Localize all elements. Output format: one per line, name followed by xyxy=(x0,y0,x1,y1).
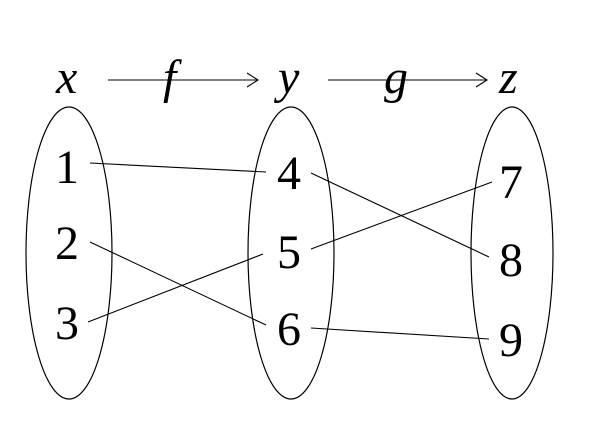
mapping-line-1-to-4 xyxy=(89,162,267,173)
mapping-line-5-to-7 xyxy=(310,181,493,250)
mapping-line-3-to-5 xyxy=(87,253,264,323)
element-z-8: 8 xyxy=(499,234,523,287)
mapping-line-6-to-9 xyxy=(310,327,490,340)
function-f-label: f xyxy=(163,51,182,104)
set-x-oval xyxy=(25,106,113,400)
element-y-6: 6 xyxy=(277,303,301,356)
set-z-label: z xyxy=(498,51,518,104)
set-y-oval xyxy=(247,106,335,400)
element-x-2: 2 xyxy=(55,217,79,270)
function-g-arrow xyxy=(328,72,489,88)
element-x-3: 3 xyxy=(55,297,79,350)
element-z-7: 7 xyxy=(499,156,523,209)
element-y-4: 4 xyxy=(277,147,301,200)
element-y-5: 5 xyxy=(277,226,301,279)
set-x-label: x xyxy=(55,51,77,104)
element-z-9: 9 xyxy=(499,314,523,367)
function-g-label: g xyxy=(384,51,408,104)
set-y-label: y xyxy=(273,51,300,104)
mapping-line-2-to-6 xyxy=(89,241,267,326)
element-x-1: 1 xyxy=(55,141,79,194)
mapping-line-4-to-8 xyxy=(310,172,490,258)
set-z-oval xyxy=(470,106,554,400)
function-f-arrow xyxy=(108,72,260,88)
